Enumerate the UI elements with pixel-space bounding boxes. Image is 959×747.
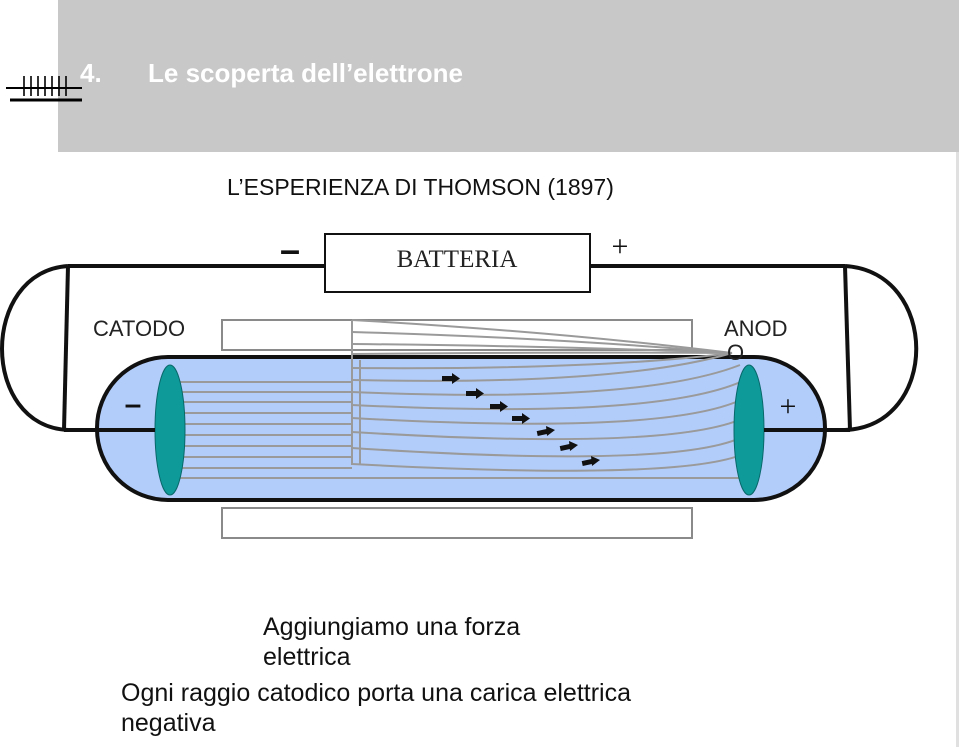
arrow-icon bbox=[442, 373, 460, 384]
diagram-subtitle: L’ESPERIENZA DI THOMSON (1897) bbox=[227, 174, 614, 200]
cathode-sign: – bbox=[125, 388, 142, 421]
slide-number: 4. bbox=[80, 58, 102, 88]
caption-negative-charge: Ogni raggio catodico porta una carica el… bbox=[121, 679, 632, 737]
arrow-icon bbox=[466, 388, 484, 399]
anode-icon bbox=[733, 364, 765, 496]
battery-negative-sign: – bbox=[280, 229, 300, 270]
slide-edge bbox=[956, 152, 959, 747]
slide-title-text: Le scoperta dell’elettrone bbox=[148, 58, 463, 88]
battery-positive-sign: + bbox=[612, 230, 629, 263]
cathode-label: CATODO bbox=[93, 316, 185, 341]
ruler-logo-icon bbox=[6, 76, 82, 102]
deflection-plate-bottom bbox=[221, 507, 693, 539]
anode-sign: + bbox=[780, 390, 797, 423]
anode-label: ANOD bbox=[724, 316, 788, 341]
anode-label-tail: O bbox=[727, 340, 744, 365]
arrow-icon bbox=[581, 456, 600, 466]
arrow-icon bbox=[490, 401, 508, 412]
battery-label: BATTERIA bbox=[397, 246, 518, 273]
arrow-icon bbox=[536, 426, 555, 436]
arrow-icon bbox=[559, 441, 578, 451]
electron-arrows bbox=[442, 373, 600, 466]
thomson-diagram: BATTERIA – + bbox=[0, 229, 919, 539]
cathode-rays bbox=[170, 319, 749, 479]
battery-icon: BATTERIA – + bbox=[280, 229, 629, 293]
slide-title: 4. Le scoperta dell’elettrone bbox=[80, 58, 463, 89]
header-band bbox=[58, 0, 959, 152]
cathode-icon bbox=[154, 364, 186, 496]
caption-electric-force: Aggiungiamo una forza elettrica bbox=[263, 613, 521, 671]
circuit-wires bbox=[0, 264, 919, 432]
arrow-icon bbox=[512, 413, 530, 424]
